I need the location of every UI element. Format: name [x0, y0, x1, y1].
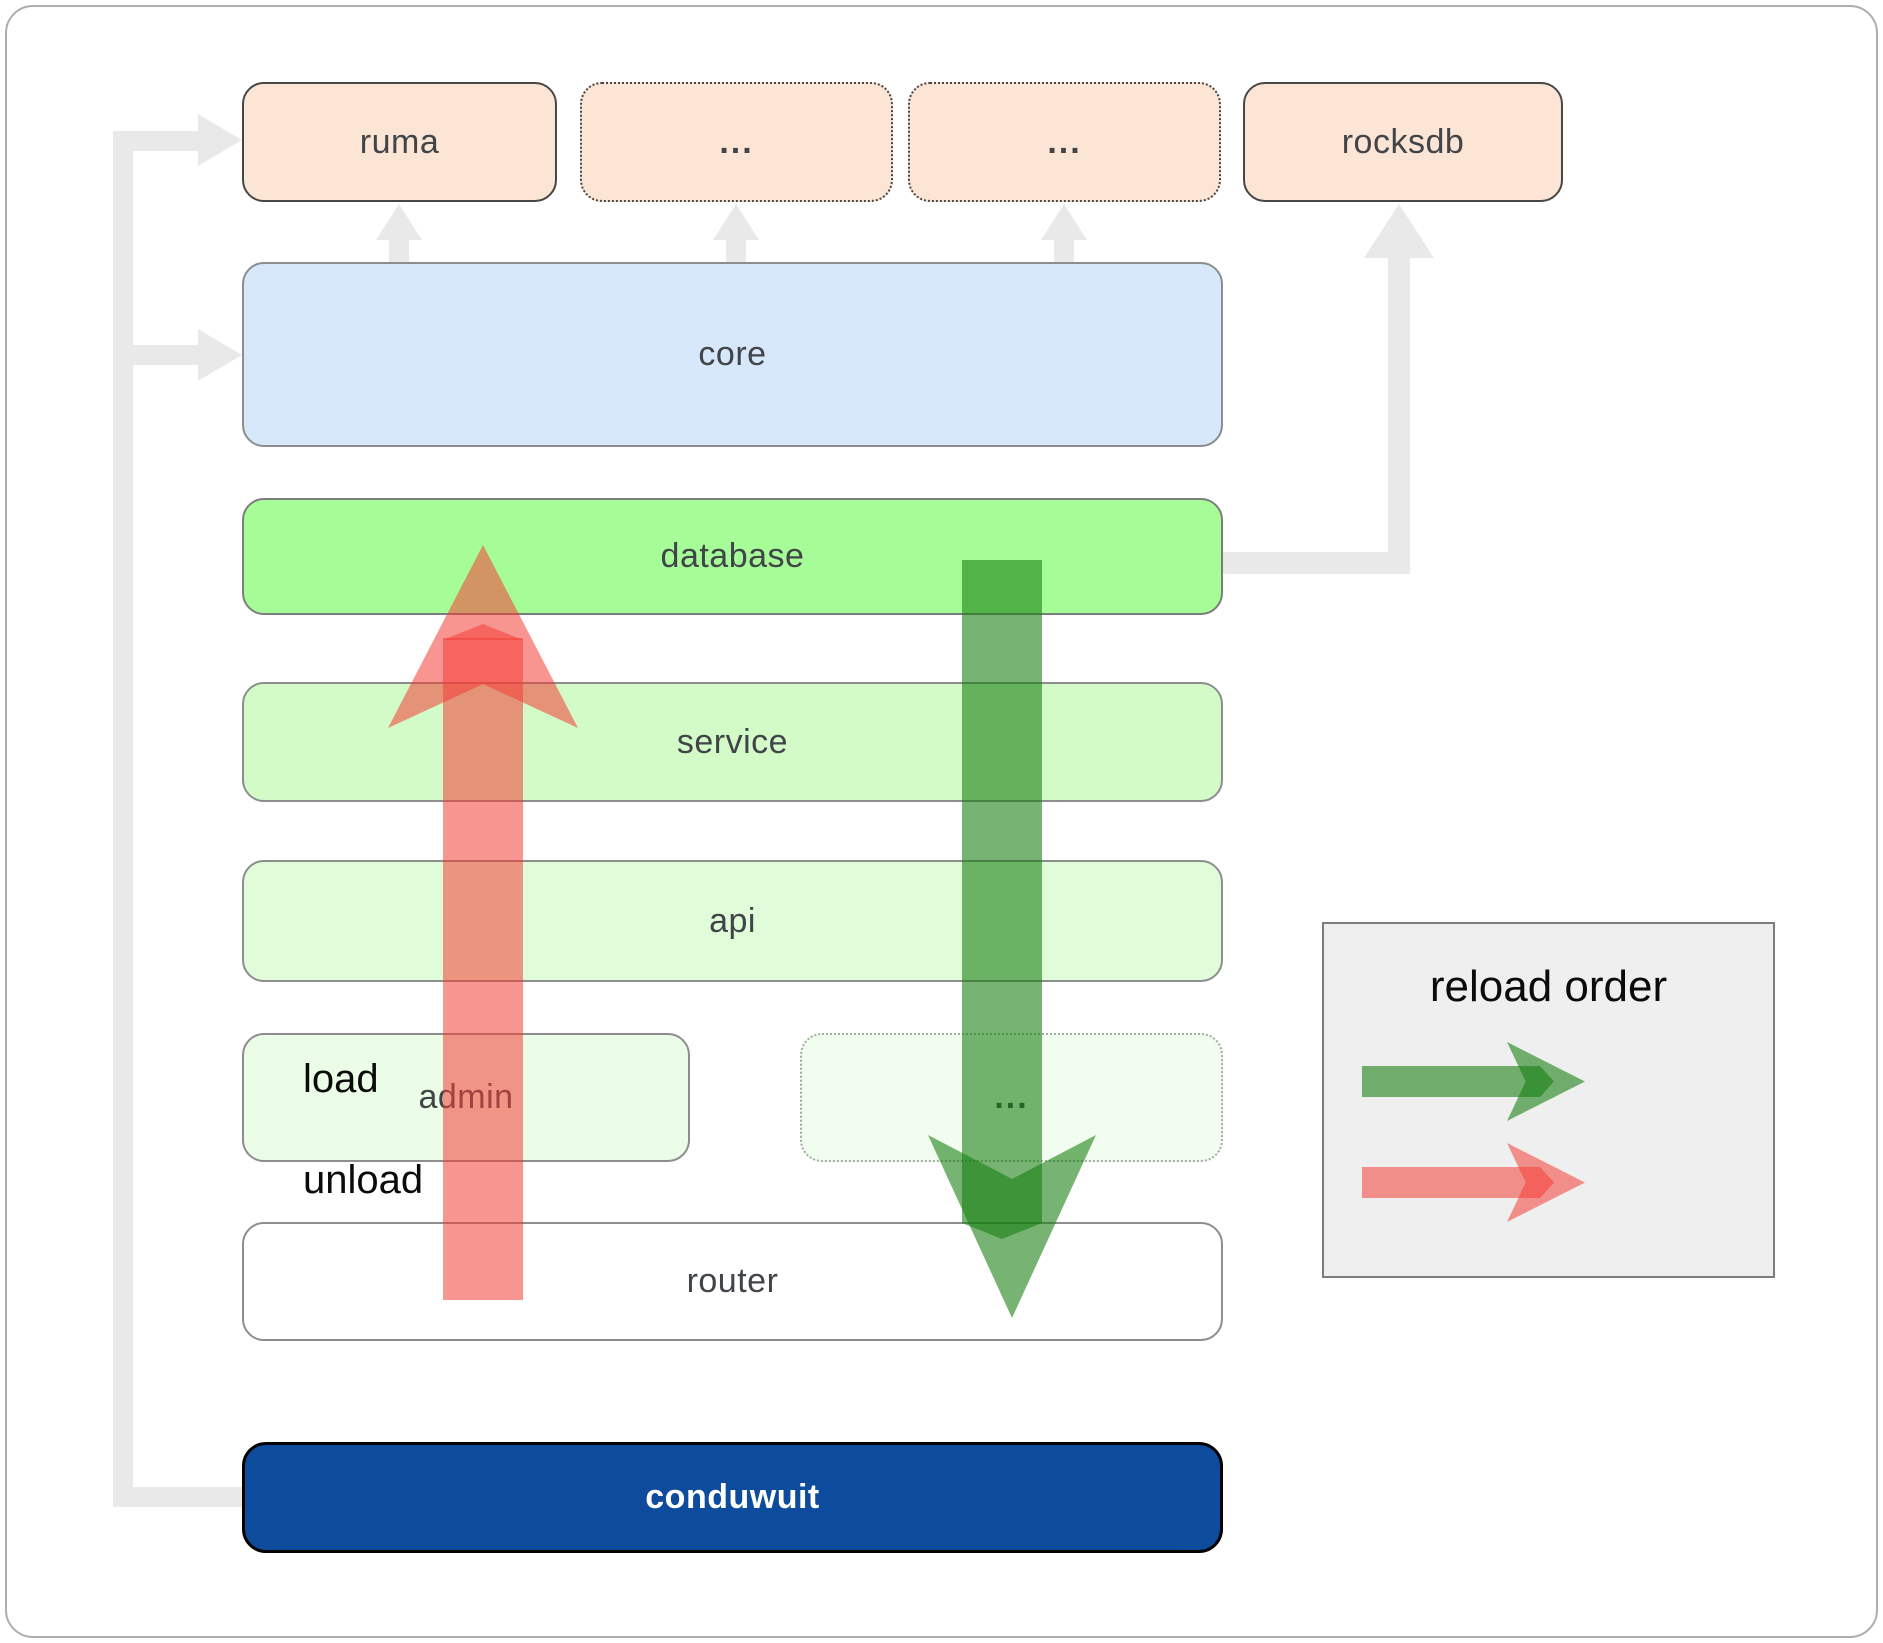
legend-unload-label: unload — [303, 1158, 424, 1202]
connector-to-ruma — [113, 131, 198, 151]
connector-database-elbow — [1223, 552, 1410, 574]
node-database-label: database — [660, 537, 805, 575]
node-router-label: router — [686, 1262, 779, 1300]
connector-core-more1 — [726, 240, 746, 264]
unload-arrow-body — [443, 638, 523, 1300]
node-conduwuit-label: conduwuit — [645, 1478, 820, 1516]
node-ruma-label: ruma — [359, 122, 440, 161]
node-database: database — [242, 498, 1223, 615]
connector-core-ruma — [389, 240, 409, 264]
legend-load-label: load — [303, 1057, 379, 1101]
legend-title: reload order — [1429, 962, 1668, 1011]
node-crates-more-2-label: ... — [1047, 122, 1082, 161]
node-core-label: core — [698, 335, 767, 373]
node-rocksdb: rocksdb — [1243, 82, 1563, 202]
connector-core-more2 — [1054, 240, 1074, 264]
load-arrow-body — [962, 560, 1042, 1223]
node-api: api — [242, 860, 1223, 982]
node-service-label: service — [676, 722, 789, 761]
node-conduwuit: conduwuit — [242, 1442, 1223, 1553]
node-crates-more-1-label: ... — [719, 122, 754, 161]
node-rocksdb-label: rocksdb — [1341, 122, 1465, 161]
legend-unload-arrow-body — [1362, 1167, 1540, 1198]
node-router: router — [242, 1222, 1223, 1341]
node-ruma: ruma — [242, 82, 557, 202]
connector-to-rocksdb — [1388, 256, 1410, 574]
connector-left-rail — [113, 131, 133, 1507]
connector-to-core — [133, 345, 198, 365]
connector-conduwuit-stub — [123, 1487, 242, 1507]
node-core: core — [242, 262, 1223, 447]
legend-load-arrow-body — [1362, 1066, 1540, 1097]
node-crates-more-2: ... — [908, 82, 1221, 202]
diagram-frame — [5, 5, 1878, 1638]
node-crates-more-1: ... — [580, 82, 893, 202]
node-service: service — [242, 682, 1223, 802]
legend-reload-order: reload order — [1322, 922, 1775, 1278]
node-api-label: api — [709, 901, 756, 940]
